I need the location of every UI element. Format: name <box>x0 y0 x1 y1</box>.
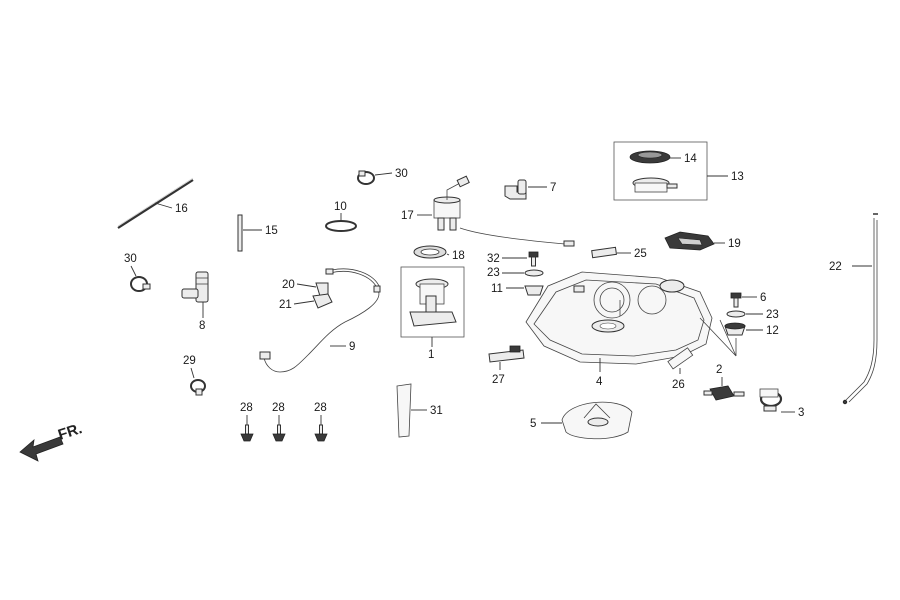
callout-2: 2 <box>716 364 722 376</box>
callout-31: 31 <box>430 405 443 417</box>
part-18-gasket: 18 <box>413 245 465 262</box>
part-17-fuel-sender: 17 <box>401 175 575 247</box>
callout-32: 32 <box>487 253 500 265</box>
callout-28-b: 28 <box>272 402 285 414</box>
callout-13: 13 <box>731 171 744 183</box>
part-30-clip-left: 30 <box>124 253 151 292</box>
callout-5: 5 <box>530 418 536 430</box>
part-20-clamp: 20 <box>282 279 329 297</box>
callout-25: 25 <box>634 248 647 260</box>
callout-11: 11 <box>491 283 503 295</box>
part-10-o-ring: 10 <box>325 201 357 232</box>
callout-1: 1 <box>428 349 434 361</box>
callout-27: 27 <box>492 374 505 386</box>
part-28-bolt-a: 28 <box>240 402 254 442</box>
part-23-washer-right: 23 <box>726 309 779 321</box>
part-8-fitting: 8 <box>181 271 209 332</box>
part-30-clip-top: 30 <box>357 168 408 185</box>
part-19-bracket: 19 <box>664 231 741 251</box>
part-3-clamp: 3 <box>759 388 804 419</box>
callout-21: 21 <box>279 299 292 311</box>
part-2-valve: 2 <box>703 364 745 401</box>
callout-28-c: 28 <box>314 402 327 414</box>
callout-23-right: 23 <box>766 309 779 321</box>
callout-19: 19 <box>728 238 741 250</box>
callout-3: 3 <box>798 407 804 419</box>
callout-9: 9 <box>349 341 355 353</box>
callout-4: 4 <box>596 376 603 388</box>
part-21-bracket: 21 <box>279 293 333 311</box>
part-13-fuel-cap-assembly: 14 13 <box>613 141 744 201</box>
part-29-clip: 29 <box>183 355 206 396</box>
callout-26: 26 <box>672 379 685 391</box>
callout-22: 22 <box>829 261 842 273</box>
part-26-strip: 26 <box>667 347 694 391</box>
callout-12: 12 <box>766 325 779 337</box>
callout-6: 6 <box>760 292 766 304</box>
part-4-fuel-tank: 4 <box>525 271 713 388</box>
callout-15: 15 <box>265 225 278 237</box>
part-28-bolt-b: 28 <box>272 402 286 442</box>
part-22-cable: 22 <box>829 213 878 405</box>
part-31-hose: 31 <box>396 383 443 438</box>
callout-10: 10 <box>334 201 347 213</box>
part-7-elbow-fitting: 7 <box>504 179 556 200</box>
callout-28-a: 28 <box>240 402 253 414</box>
part-16-rod: 16 <box>117 177 194 229</box>
callout-14: 14 <box>684 153 697 165</box>
callout-30-left: 30 <box>124 253 137 265</box>
part-5-cover: 5 <box>530 401 633 440</box>
front-label: FR. <box>56 420 84 444</box>
callout-18: 18 <box>452 250 465 262</box>
part-32-bolt: 32 <box>487 251 539 267</box>
part-12-grommet: 12 <box>699 317 779 357</box>
callout-7: 7 <box>550 182 556 194</box>
part-28-bolt-c: 28 <box>314 402 328 442</box>
callout-17: 17 <box>401 210 414 222</box>
callout-30-top: 30 <box>395 168 408 180</box>
part-23-washer-left: 23 <box>487 267 544 279</box>
callout-16: 16 <box>175 203 188 215</box>
part-1-fuel-pump: 1 <box>400 266 465 361</box>
part-15-pin: 15 <box>237 214 278 252</box>
callout-23-left: 23 <box>487 267 500 279</box>
front-direction-arrow: FR. <box>19 420 84 462</box>
part-25-strip: 25 <box>591 246 647 260</box>
part-27-bracket: 27 <box>488 345 525 386</box>
part-11-grommet: 11 <box>491 283 544 296</box>
callout-29: 29 <box>183 355 196 367</box>
callout-8: 8 <box>199 320 205 332</box>
part-9-wire-harness: 9 <box>259 268 381 373</box>
part-6-bolt: 6 <box>730 292 766 308</box>
callout-20: 20 <box>282 279 295 291</box>
